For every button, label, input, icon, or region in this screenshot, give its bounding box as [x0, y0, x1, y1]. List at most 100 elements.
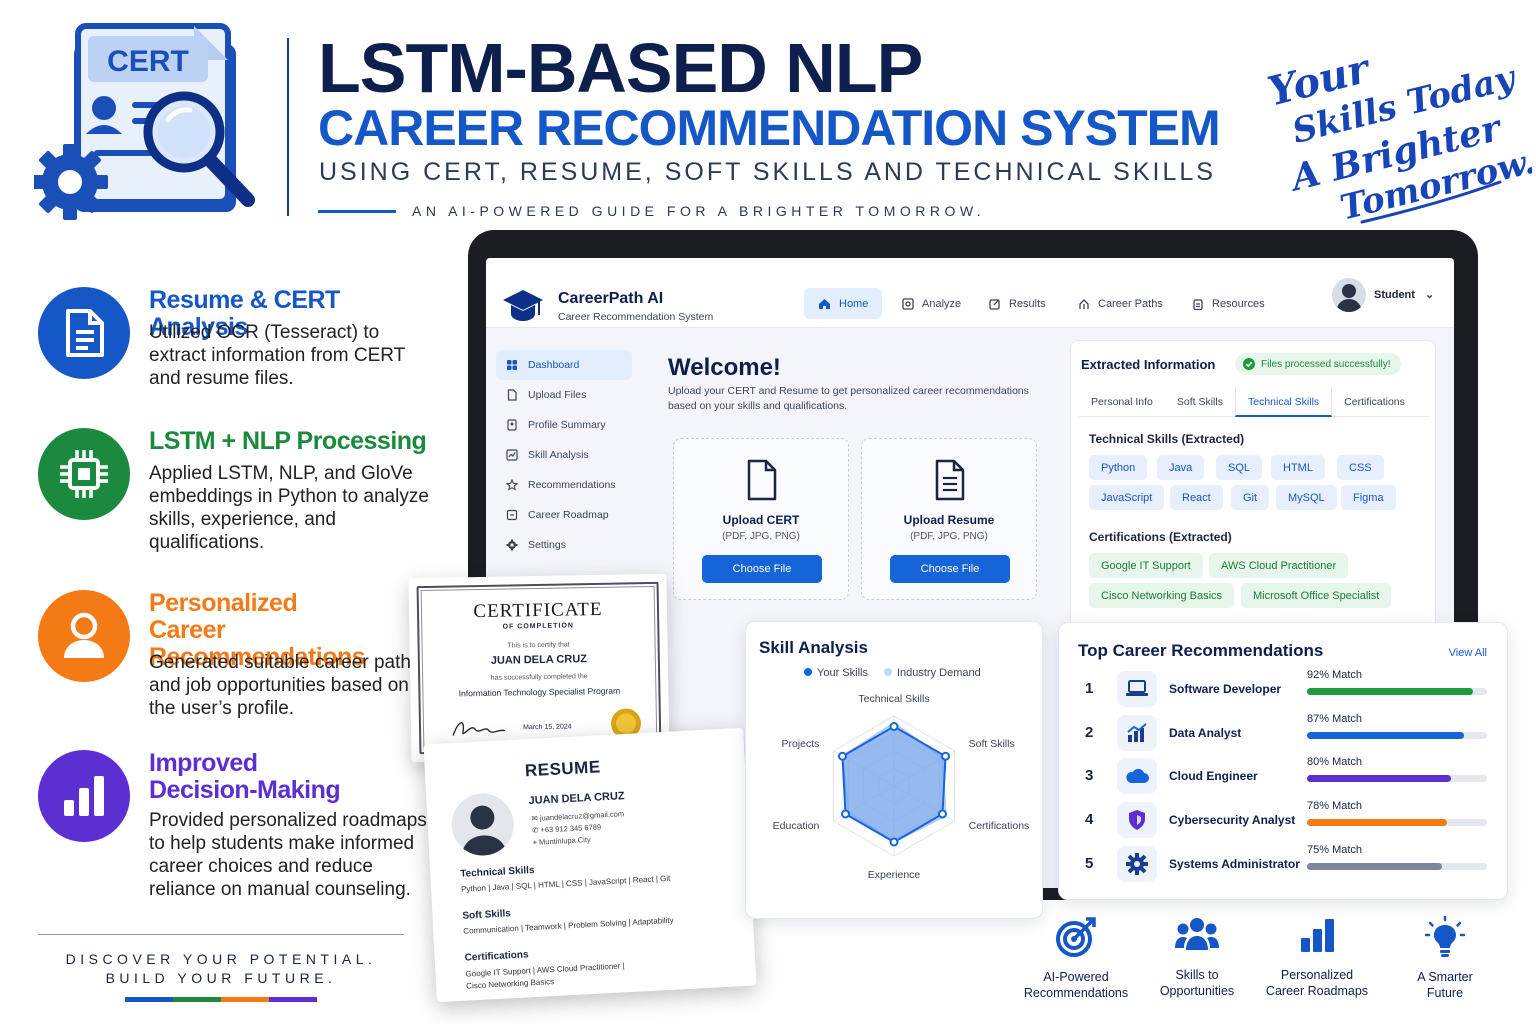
- radar-axis-label: Projects: [781, 738, 819, 750]
- career-name: Data Analyst: [1169, 725, 1242, 740]
- cert-document-icon: CERT: [34, 23, 255, 220]
- welcome-heading: Welcome!: [668, 354, 781, 381]
- tab-technical-skills[interactable]: Technical Skills: [1234, 387, 1333, 417]
- user-menu[interactable]: Student⌄: [1374, 288, 1434, 301]
- resume-phone: +63 912 345 6789: [540, 822, 602, 835]
- sidebar-item-label: Profile Summary: [528, 419, 606, 431]
- resume-tech-heading: Technical Skills: [460, 864, 535, 880]
- upload-cert-formats: (PDF, JPG, PNG): [722, 531, 800, 542]
- tagline: AN AI-POWERED GUIDE FOR A BRIGHTER TOMOR…: [318, 203, 985, 219]
- sidebar-item-label: Career Roadmap: [528, 509, 609, 521]
- avatar[interactable]: [1332, 278, 1366, 312]
- certificate-date: March 15, 2024: [522, 723, 572, 732]
- star-icon: [506, 479, 518, 491]
- tab-personal-info[interactable]: Personal Info: [1091, 396, 1153, 408]
- nav-home[interactable]: Home: [804, 288, 883, 319]
- color-bar: [125, 997, 317, 1002]
- nav-analyze[interactable]: Analyze: [888, 288, 975, 319]
- resume-preview: RESUME JUAN DELA CRUZ ✉ juandelacruz@gma…: [423, 727, 757, 1003]
- career-name: Software Developer: [1169, 682, 1282, 696]
- skill-chip: SQL: [1216, 455, 1263, 480]
- nav-resources[interactable]: Resources: [1178, 288, 1279, 319]
- sidebar-item-dashboard[interactable]: Dashboard: [496, 350, 632, 380]
- graduation-cap-icon: [503, 290, 543, 321]
- radar-axis-label: Education: [773, 820, 820, 832]
- nav-career-paths[interactable]: Career Paths: [1064, 288, 1177, 319]
- file-icon: [507, 389, 517, 401]
- your-skills-point: [837, 751, 847, 761]
- tab-certifications[interactable]: Certifications: [1344, 396, 1405, 408]
- sidebar-item-skill-analysis[interactable]: Skill Analysis: [496, 440, 632, 470]
- chip-icon: [38, 428, 130, 520]
- upload-cert-title: Upload CERT: [722, 513, 800, 527]
- sidebar-item-settings[interactable]: Settings: [496, 530, 632, 560]
- view-all-link[interactable]: View All: [1448, 647, 1487, 659]
- your-skills-point: [937, 809, 947, 819]
- choose-cert-button[interactable]: Choose File: [702, 555, 822, 583]
- sidebar-item-recommendations[interactable]: Recommendations: [496, 470, 632, 500]
- resume-contact: ✉ juandelacruz@gmail.com ✆ +63 912 345 6…: [531, 808, 625, 849]
- feature-desc: Generated suitable career paths and job …: [149, 652, 421, 719]
- tagline-text: AN AI-POWERED GUIDE FOR A BRIGHTER TOMOR…: [412, 203, 986, 219]
- your-skills-point: [841, 809, 851, 819]
- match-track: [1307, 688, 1487, 695]
- edit-icon: [989, 298, 1000, 310]
- tab-soft-skills[interactable]: Soft Skills: [1176, 396, 1223, 408]
- your-skills-point: [889, 837, 899, 847]
- sidebar-item-profile[interactable]: Profile Summary: [496, 410, 632, 440]
- upload-cert-dropzone[interactable]: Upload CERT (PDF, JPG, PNG) Choose File: [673, 438, 849, 600]
- career-match: 78% Match: [1307, 800, 1363, 813]
- feature-title: Resume & CERT Analysis: [149, 286, 340, 341]
- upload-resume-dropzone[interactable]: Upload Resume (PDF, JPG, PNG) Choose Fil…: [861, 438, 1037, 600]
- nav-results[interactable]: Results: [975, 288, 1060, 319]
- signature-icon: [452, 722, 506, 736]
- skill-chip: MySQL: [1276, 485, 1337, 510]
- avatar: [450, 791, 516, 858]
- skill-chip: HTML: [1271, 455, 1325, 480]
- certificate-title: CERTIFICATE: [473, 598, 603, 623]
- feature-title-line1: Improved: [149, 749, 258, 777]
- cert-chip: AWS Cloud Practitioner: [1209, 553, 1349, 578]
- sidebar-item-upload[interactable]: Upload Files: [496, 380, 632, 410]
- check-circle-icon: [1243, 358, 1255, 370]
- bottom-feature-label: Future: [1426, 986, 1464, 1000]
- bottom-feature-label: A Smarter: [1417, 970, 1473, 984]
- radar-axis-label: Certifications: [969, 820, 1030, 832]
- status-text: Files processed successfully!: [1261, 358, 1391, 370]
- resume-city: Muntinlupa City: [538, 834, 591, 847]
- radar-legend: Your Skills Industry Demand: [804, 667, 981, 679]
- resume-soft-heading: Soft Skills: [462, 908, 512, 922]
- radar-axis-label: Technical Skills: [858, 693, 929, 705]
- divider: [38, 934, 404, 935]
- clipboard-icon: [1193, 298, 1203, 310]
- bottom-feature-label: Skills to: [1175, 968, 1219, 982]
- choose-resume-button[interactable]: Choose File: [890, 555, 1010, 583]
- app-topbar: CareerPath AI Career Recommendation Syst…: [486, 258, 1454, 328]
- legend-your-skills: Your Skills: [804, 667, 868, 679]
- sidebar-item-roadmap[interactable]: Career Roadmap: [496, 500, 632, 530]
- career-name: Cybersecurity Analyst: [1169, 813, 1296, 828]
- tech-skills-heading: Technical Skills (Extracted): [1089, 432, 1245, 446]
- cloud-icon: [1117, 758, 1157, 795]
- page-subtitle: USING CERT, RESUME, SOFT SKILLS AND TECH…: [319, 158, 1216, 186]
- file-icon: [747, 459, 777, 501]
- career-name: Cloud Engineer: [1169, 769, 1258, 784]
- match-track: [1307, 731, 1487, 739]
- user-name: Student: [1374, 289, 1415, 301]
- map-icon: [506, 509, 518, 521]
- resume-name: JUAN DELA CRUZ: [528, 790, 625, 808]
- bottom-feature-label: Career Roadmaps: [1265, 984, 1369, 998]
- tagline-bar: [318, 209, 396, 213]
- welcome-subtext: Upload your CERT and Resume to get perso…: [668, 385, 1029, 412]
- career-name: Systems Administrator: [1169, 856, 1300, 871]
- skill-chip: Java: [1157, 455, 1205, 480]
